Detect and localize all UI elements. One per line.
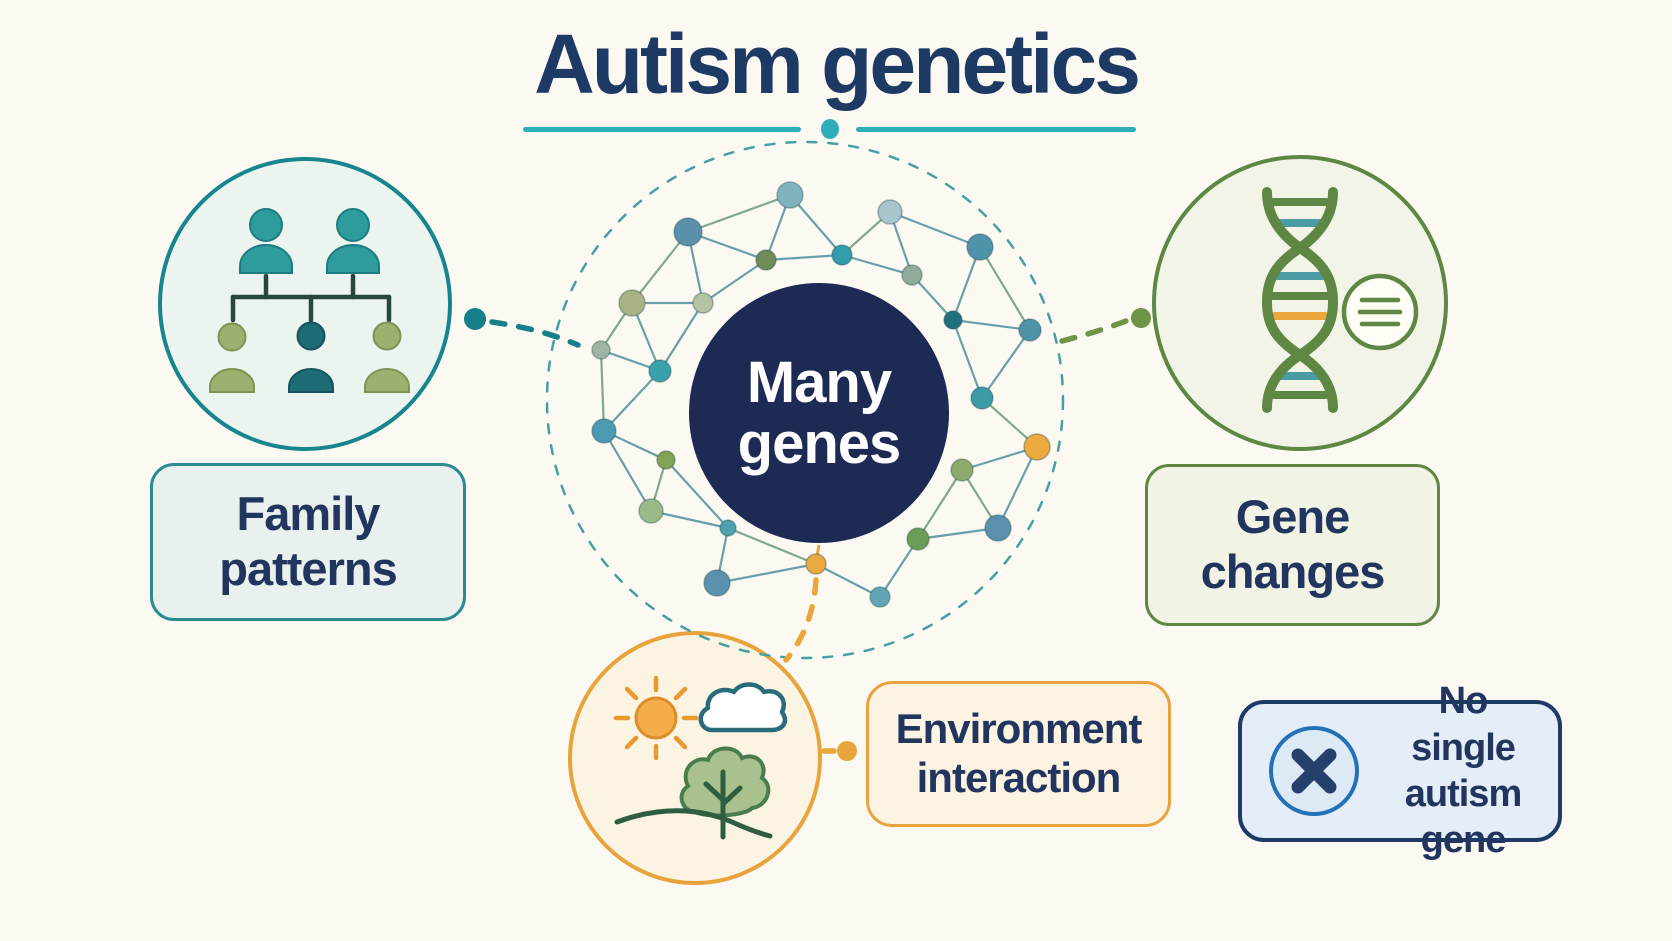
title-underline-dot	[821, 119, 839, 139]
gene-label-line1: Gene	[1235, 490, 1351, 544]
environment-interaction-card: Environment interaction	[866, 681, 1171, 827]
gene-changes-circle	[1152, 155, 1448, 451]
no-single-line2: autism gene	[1404, 773, 1522, 862]
hub-label-line2: genes	[737, 411, 902, 476]
many-genes-hub: Many genes	[689, 283, 949, 543]
no-single-gene-callout: No single autism gene	[1238, 680, 1562, 861]
gene-label-line2: changes	[1200, 545, 1386, 598]
no-single-line1: No single	[1411, 680, 1516, 769]
page-title: Autism genetics	[534, 17, 1141, 111]
title-underline-right	[856, 127, 1136, 132]
x-cross-icon	[1269, 726, 1359, 816]
hub-label-line1: Many	[746, 349, 892, 415]
family-label-line1: Family	[236, 487, 381, 541]
family-patterns-card: Family patterns	[150, 463, 466, 621]
gene-changes-card: Gene changes	[1145, 464, 1440, 626]
environment-label-line1: Environment	[895, 705, 1143, 753]
environment-label-line2: interaction	[916, 754, 1122, 801]
title-underline-left	[523, 127, 801, 132]
family-patterns-circle	[158, 157, 452, 451]
environment-circle	[568, 631, 822, 885]
no-single-gene-text: No single autism gene	[1382, 678, 1544, 863]
family-label-line2: patterns	[219, 542, 397, 595]
